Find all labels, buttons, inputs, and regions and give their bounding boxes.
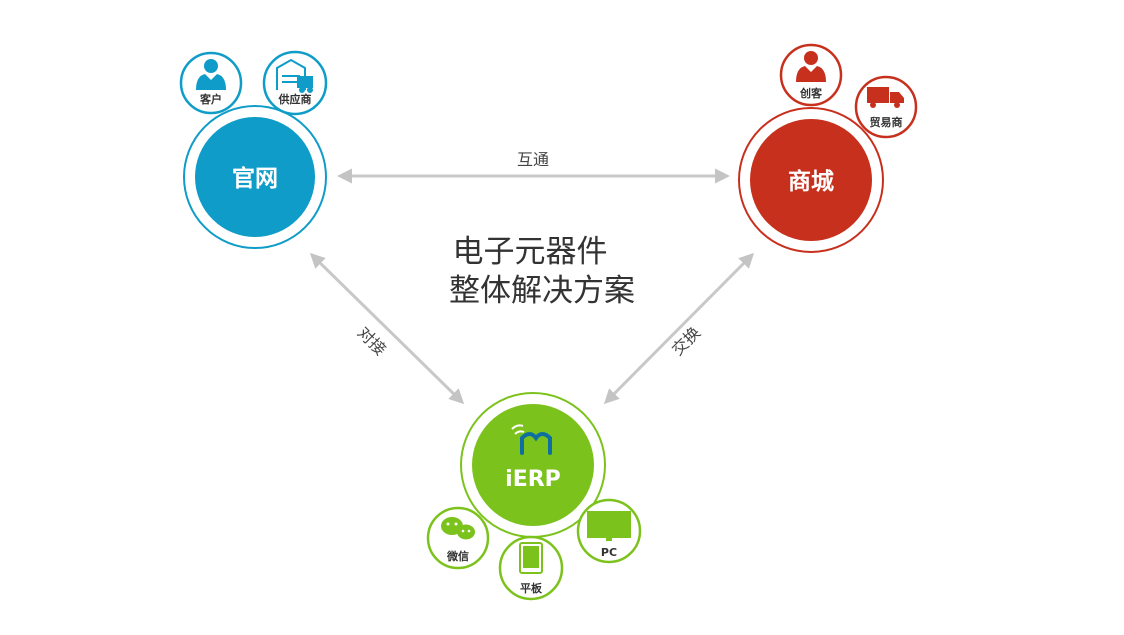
node-erp[interactable]: iERP xyxy=(460,392,606,538)
satellite-tablet[interactable]: 平板 xyxy=(498,535,564,601)
warehouse-truck-icon xyxy=(276,58,313,93)
satellite-tablet-label: 平板 xyxy=(520,581,543,595)
arrow-website-erp xyxy=(309,252,465,405)
person-icon xyxy=(796,51,826,82)
satellite-trader[interactable]: 贸易商 xyxy=(854,75,918,139)
satellite-maker[interactable]: 创客 xyxy=(779,43,843,107)
satellite-maker-label: 创客 xyxy=(799,86,823,100)
m-logo-icon xyxy=(511,424,552,455)
link-label-left: 对接 xyxy=(354,323,390,359)
node-mall[interactable]: 商城 xyxy=(738,107,884,253)
satellite-supplier-label: 供应商 xyxy=(278,92,312,106)
link-label-top: 互通 xyxy=(517,150,549,169)
wechat-icon xyxy=(441,517,475,540)
title-line-1: 电子元器件 xyxy=(453,234,608,270)
link-label-right: 交换 xyxy=(668,323,704,359)
satellite-wechat[interactable]: 微信 xyxy=(426,506,490,570)
satellite-supplier[interactable]: 供应商 xyxy=(262,50,328,116)
node-mall-label: 商城 xyxy=(788,168,834,195)
satellite-pc-label: PC xyxy=(601,546,617,559)
satellite-customer-label: 客户 xyxy=(199,92,222,106)
monitor-icon xyxy=(587,511,631,541)
satellite-wechat-label: 微信 xyxy=(446,549,469,563)
arrow-mall-erp xyxy=(603,252,755,405)
truck-icon xyxy=(867,87,904,108)
satellite-pc[interactable]: PC xyxy=(576,498,642,564)
node-erp-label: iERP xyxy=(505,467,561,492)
person-icon xyxy=(196,59,226,90)
node-website[interactable]: 官网 xyxy=(183,105,327,249)
tablet-icon xyxy=(519,542,543,574)
node-website-label: 官网 xyxy=(232,165,278,192)
satellite-customer[interactable]: 客户 xyxy=(179,51,243,115)
title-line-2: 整体解决方案 xyxy=(449,273,635,309)
satellite-trader-label: 贸易商 xyxy=(870,115,903,129)
